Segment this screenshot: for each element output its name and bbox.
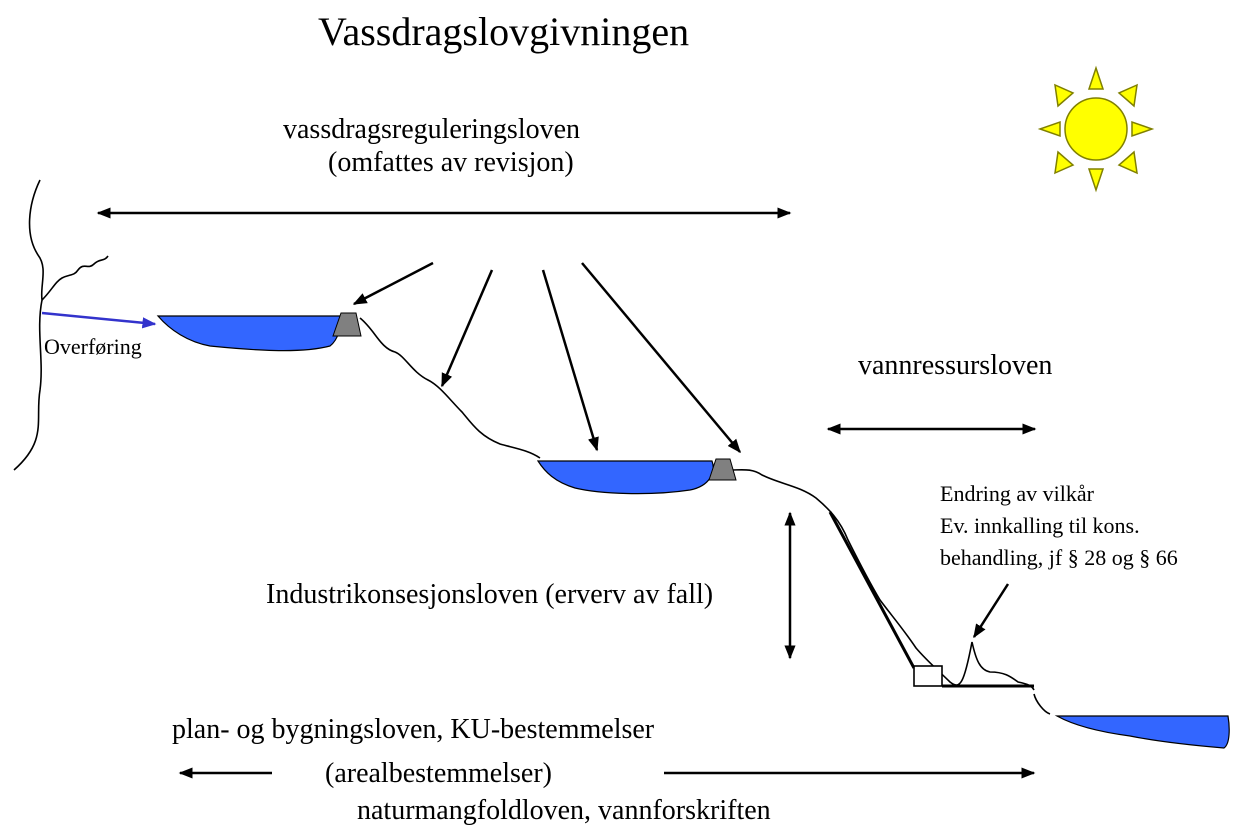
arrow-to-dam-upper xyxy=(352,261,434,306)
mountain-ridge xyxy=(41,255,109,301)
transfer-label: Overføring xyxy=(44,334,142,359)
change-terms-line-3: behandling, jf § 28 og § 66 xyxy=(940,545,1178,570)
arrow-to-dam-middle xyxy=(581,262,741,454)
reservoir-lower xyxy=(1054,715,1230,749)
reservoir-upper xyxy=(156,315,342,352)
diagram-title: Vassdragslovgivningen xyxy=(318,9,690,54)
arrow-transfer xyxy=(41,311,157,329)
dam-middle xyxy=(708,458,737,481)
arrow-change-terms xyxy=(972,583,1010,639)
change-terms-line-1: Endring av vilkår xyxy=(940,481,1094,506)
water-resources-law-label: vannressursloven xyxy=(858,350,1053,381)
penstock xyxy=(828,511,916,669)
dam-upper xyxy=(332,312,362,337)
change-terms-line-2: Ev. innkalling til kons. xyxy=(940,513,1140,538)
mountain-outline xyxy=(13,179,44,471)
arrow-to-slope xyxy=(440,269,494,388)
area-provisions-label: (arealbestemmelser) xyxy=(325,758,552,789)
arrow-to-reservoir-middle xyxy=(541,269,599,452)
industrial-law-label: Industrikonsesjonsloven (erverv av fall) xyxy=(266,579,714,610)
sun-icon xyxy=(1037,65,1155,193)
terrain-profile xyxy=(359,317,1051,715)
reservoir-middle xyxy=(536,460,714,495)
regulation-note-label: (omfattes av revisjon) xyxy=(328,147,574,178)
regulation-law-label: vassdragsreguleringsloven xyxy=(283,114,581,145)
planning-law-label: plan- og bygningsloven, KU-bestemmelser xyxy=(172,714,655,745)
nature-law-label: naturmangfoldloven, vannforskriften xyxy=(357,795,771,826)
powerhouse-icon xyxy=(913,665,943,687)
